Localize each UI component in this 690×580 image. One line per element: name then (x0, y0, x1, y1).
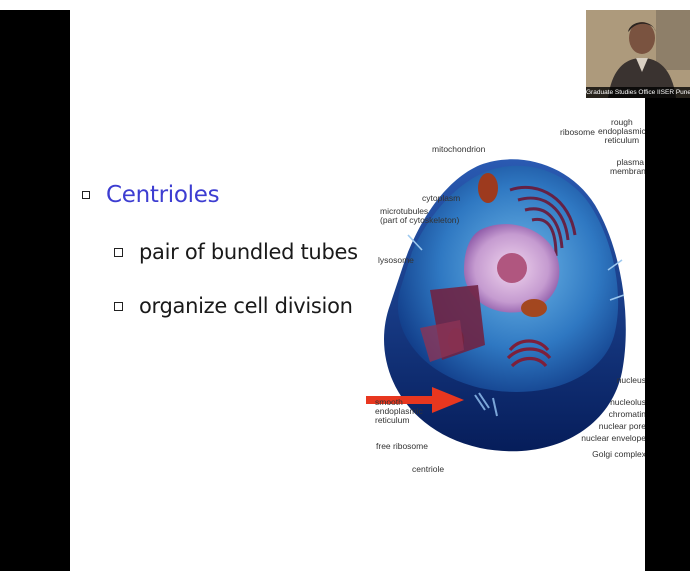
square-bullet-icon (114, 302, 123, 311)
bullet-centrioles: Centrioles (82, 182, 219, 208)
participant-video (586, 10, 690, 98)
label-nuclear-envelope: nuclear envelope (578, 434, 645, 443)
label-microtubules: microtubules (part of cytoskeleton) (380, 207, 459, 225)
label-nuclear-pore: nuclear pore (592, 422, 645, 431)
presentation-slide: Centrioles pair of bundled tubes organiz… (70, 10, 645, 571)
webcam-thumbnail[interactable]: Graduate Studies Office IISER Pune (586, 10, 690, 98)
label-free-ribosome: free ribosome (376, 442, 428, 451)
left-letterbox (0, 10, 70, 571)
label-cytoplasm: cytoplasm (422, 194, 460, 203)
participant-name-label: Graduate Studies Office IISER Pune (586, 87, 690, 98)
mitochondrion-2 (521, 299, 547, 317)
sub-bullet-1: pair of bundled tubes (114, 240, 358, 264)
label-plasma-membrane: plasma membrane (610, 158, 645, 176)
square-bullet-icon (82, 191, 90, 199)
top-border (0, 0, 690, 10)
square-bullet-icon (114, 248, 123, 257)
mitochondrion-1 (478, 173, 498, 203)
label-golgi-complex: Golgi complex (588, 450, 645, 459)
label-rough-er: rough endoplasmic reticulum (598, 118, 645, 145)
bullet-main-text: Centrioles (106, 182, 219, 208)
sub-bullet-text: organize cell division (139, 294, 353, 318)
label-nucleus: nucleus (614, 376, 645, 385)
label-nucleolus: nucleolus (610, 398, 645, 407)
label-centriole: centriole (412, 465, 444, 474)
label-lysosome: lysosome (378, 256, 414, 265)
label-mitochondrion: mitochondrion (432, 145, 485, 154)
nucleolus-shape (497, 253, 527, 283)
label-smooth-er: smooth endoplasmic reticulum (375, 398, 423, 425)
sub-bullet-2: organize cell division (114, 294, 353, 318)
sub-bullet-text: pair of bundled tubes (139, 240, 358, 264)
bottom-border (0, 571, 690, 580)
label-ribosome: ribosome (560, 128, 595, 137)
label-chromatin: chromatin (605, 410, 645, 419)
